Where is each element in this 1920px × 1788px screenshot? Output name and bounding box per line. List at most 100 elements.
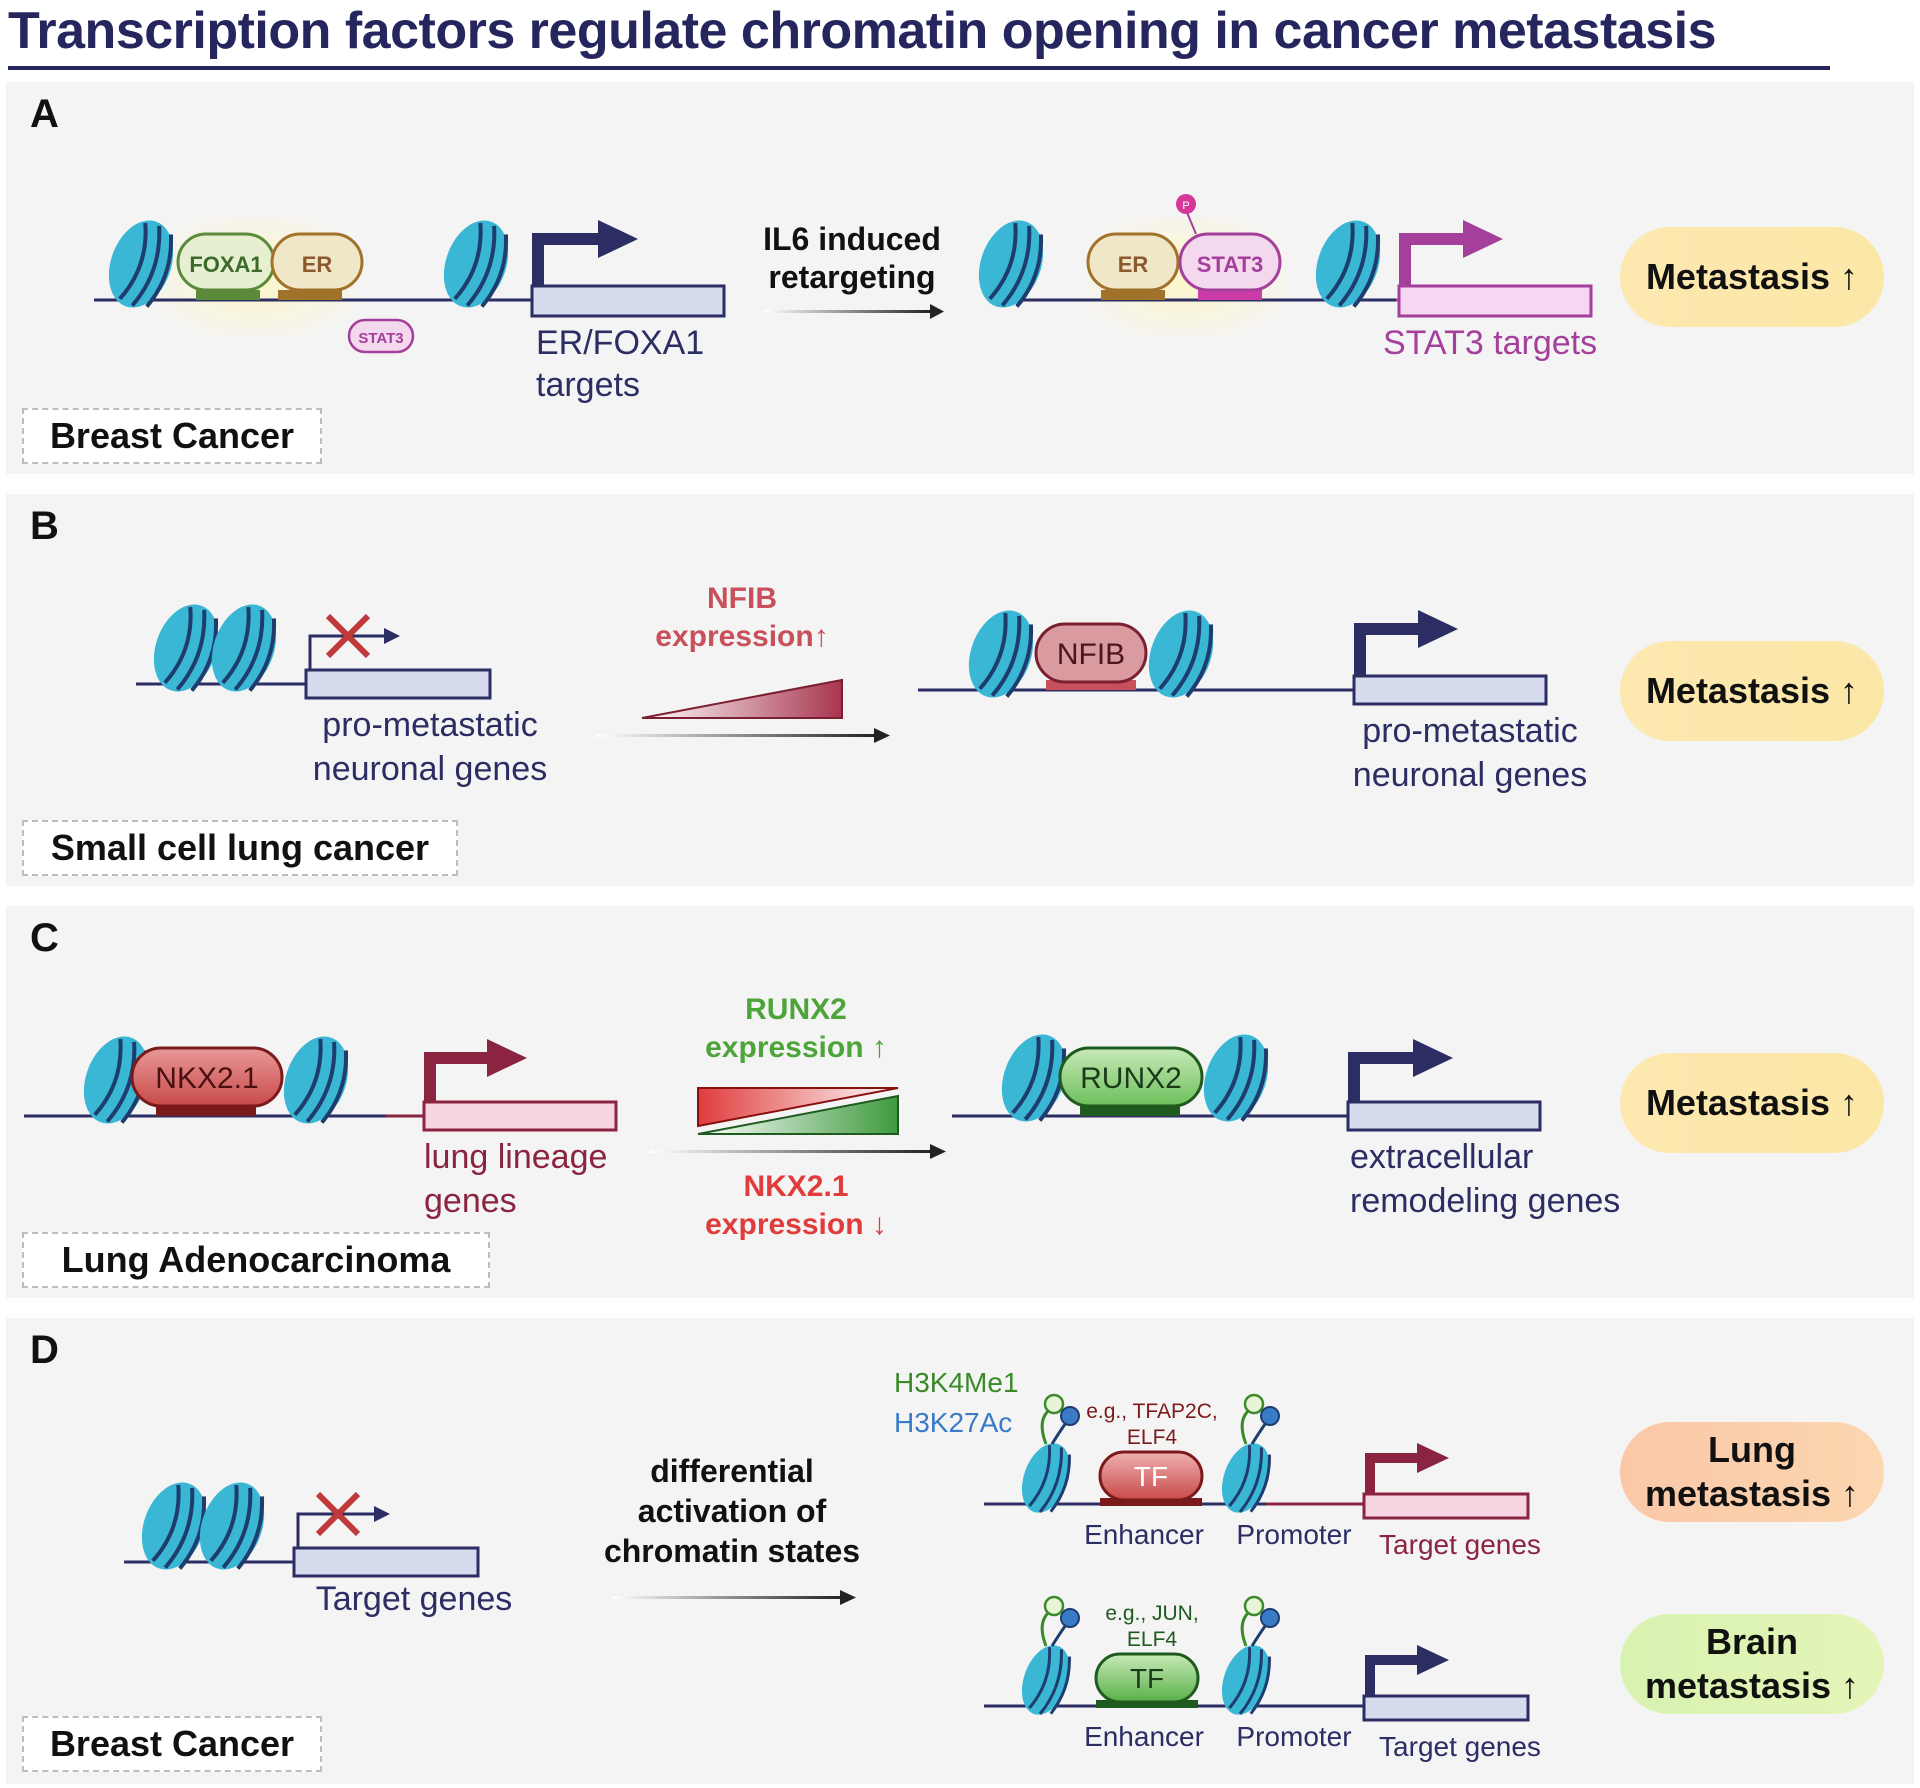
- nucleosome-icon: [978, 220, 1044, 308]
- process-arrow-icon: [930, 1144, 946, 1159]
- process-arrow-icon: [840, 1590, 856, 1605]
- tf-protein-brain: [1094, 1652, 1200, 1704]
- h3k27ac-mark-icon: [1060, 1406, 1080, 1426]
- left-genes-line2: genes: [424, 1182, 517, 1220]
- bottom-example-line1: e.g., JUN,: [1105, 1602, 1198, 1625]
- transcription-arrow-icon: [1348, 1052, 1416, 1102]
- runx2-gradient-wedge: [697, 1094, 899, 1135]
- tf-protein-lung: [1098, 1450, 1204, 1502]
- nkx21-gradient-wedge: [697, 1087, 899, 1128]
- panel-d: D Target genes differential: [6, 1318, 1914, 1784]
- panel-d-diagram: Target genes differential activation of …: [124, 1367, 1541, 1762]
- h3k27ac-legend: H3K27Ac: [894, 1407, 1012, 1438]
- nucleosome-icon: [211, 604, 277, 692]
- nkx21-expression-line2: expression ↓: [705, 1208, 887, 1241]
- phospho-icon: [1176, 194, 1196, 214]
- er-protein: [270, 232, 364, 292]
- panel-b-label: B: [30, 504, 59, 548]
- panel-a-label: A: [30, 92, 59, 136]
- runx2-label: RUNX2: [1080, 1062, 1182, 1095]
- bottom-example-line2: ELF4: [1127, 1628, 1178, 1651]
- nfib-expression-line1: NFIB: [707, 582, 777, 615]
- panel-c-diagram: NKX2.1 lung lineage genes RUNX2 expressi…: [24, 993, 1620, 1241]
- nucleosome-icon: [83, 1036, 149, 1124]
- gene-box: [292, 1546, 480, 1578]
- enhancer-label-top: Enhancer: [1084, 1519, 1204, 1550]
- nucleosome-icon: [199, 1482, 265, 1570]
- expression-gradient-wedge: [641, 678, 843, 719]
- blocked-x-icon: [325, 613, 371, 659]
- transcription-arrow-icon: [1399, 233, 1466, 286]
- nucleosome-icon: [443, 220, 509, 308]
- process-arrow-icon: [874, 728, 890, 743]
- left-genes-line1: pro-metastatic: [322, 706, 537, 744]
- nucleosome-icon: [153, 604, 219, 692]
- panel-c: C: [6, 906, 1914, 1298]
- top-example-line1: e.g., TFAP2C,: [1086, 1400, 1218, 1423]
- nkx21-protein: [130, 1046, 284, 1108]
- target-genes-top: Target genes: [1379, 1529, 1541, 1560]
- nucleosome-icon: [1221, 1645, 1271, 1715]
- h3k4me1-mark-icon: [1243, 1595, 1265, 1617]
- left-target-genes: Target genes: [316, 1580, 513, 1618]
- stat3-small: [347, 318, 415, 354]
- cancer-type-box: Lung Adenocarcinoma: [22, 1232, 490, 1288]
- left-target-line1: ER/FOXA1: [536, 324, 704, 362]
- stat3-small-label: STAT3: [358, 330, 403, 347]
- target-genes-bottom: Target genes: [1379, 1731, 1541, 1762]
- transcription-arrow-icon: [296, 1512, 376, 1548]
- top-example-line2: ELF4: [1127, 1426, 1178, 1449]
- tf-label-top: TF: [1134, 1461, 1168, 1492]
- promoter-label-bottom: Promoter: [1236, 1721, 1351, 1752]
- nucleosome-icon: [1021, 1645, 1071, 1715]
- er-label: ER: [302, 252, 333, 277]
- gene-box: [1346, 1100, 1542, 1132]
- nucleosome-icon: [1315, 220, 1381, 308]
- enhancer-label-bottom: Enhancer: [1084, 1721, 1204, 1752]
- er-right-label: ER: [1118, 252, 1149, 277]
- stat3-protein: [1178, 232, 1282, 292]
- nucleosome-icon: [108, 220, 174, 308]
- panel-c-label: C: [30, 916, 59, 960]
- nkx21-label: NKX2.1: [155, 1062, 258, 1095]
- nkx21-expression-line1: NKX2.1: [743, 1170, 848, 1203]
- runx2-expression-line2: expression ↑: [705, 1031, 887, 1064]
- left-target-line2: targets: [536, 366, 640, 404]
- cancer-type-box: Small cell lung cancer: [22, 820, 458, 876]
- stat3-label: STAT3: [1197, 252, 1263, 277]
- title-underline: [8, 66, 1830, 70]
- panel-b-diagram: pro-metastatic neuronal genes NFIB expre…: [136, 582, 1587, 794]
- figure-title: Transcription factors regulate chromatin…: [8, 2, 1716, 60]
- stat3-target-gene: [1397, 284, 1593, 318]
- runx2-protein: [1058, 1046, 1204, 1108]
- h3k4me1-legend: H3K4Me1: [894, 1367, 1019, 1398]
- nucleosome-icon: [141, 1482, 207, 1570]
- h3k27ac-mark-icon: [1060, 1608, 1080, 1628]
- process-arrow-icon: [930, 304, 944, 319]
- tf-label-bottom: TF: [1130, 1663, 1164, 1694]
- nfib-expression-line2: expression↑: [655, 620, 828, 653]
- brain-outcome-line1: Brain: [1705, 1621, 1799, 1662]
- right-genes-line2: neuronal genes: [1353, 756, 1587, 794]
- h3k4me1-mark-icon: [1043, 1393, 1065, 1415]
- arrow-text-line1: differential: [650, 1453, 814, 1489]
- left-genes-line1: lung lineage: [424, 1138, 607, 1176]
- promoter-label-top: Promoter: [1236, 1519, 1351, 1550]
- foxa1-label: FOXA1: [189, 252, 262, 277]
- gene-box: [1352, 674, 1548, 706]
- nucleosome-icon: [283, 1036, 349, 1124]
- metastasis-outcome: Metastasis ↑: [1620, 1053, 1884, 1153]
- gene-box: [422, 1100, 618, 1132]
- lung-outcome-line1: Lung: [1708, 1429, 1796, 1470]
- gene-box: [1362, 1694, 1530, 1722]
- arrow-text-line1: IL6 induced: [763, 221, 941, 257]
- gene-box: [304, 668, 492, 700]
- runx2-expression-line1: RUNX2: [745, 993, 847, 1026]
- arrow-text-line2: activation of: [638, 1493, 827, 1529]
- transcription-arrow-icon: [424, 1052, 490, 1102]
- gene-box: [530, 284, 726, 318]
- brain-metastasis-outcome: Brain metastasis ↑: [1620, 1614, 1884, 1714]
- phospho-label: P: [1182, 200, 1189, 212]
- transcription-arrow-icon: [1354, 623, 1421, 676]
- er-protein-right: [1086, 232, 1180, 292]
